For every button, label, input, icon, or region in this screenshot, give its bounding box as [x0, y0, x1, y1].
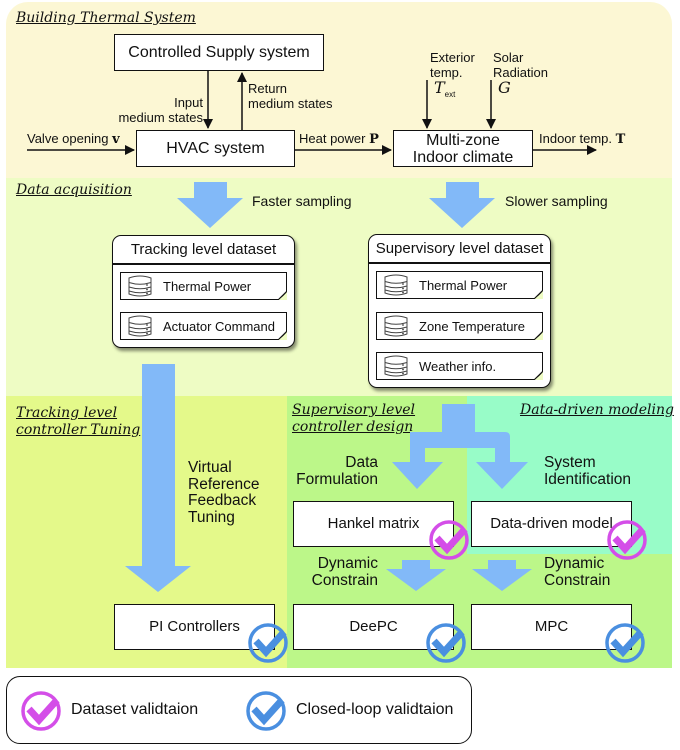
heat-symbol: P — [369, 132, 379, 147]
dataset-item: Thermal Power — [376, 271, 543, 299]
heat-power-text: Heat power — [299, 131, 366, 146]
data-formulation-label: Data Formulation — [288, 454, 378, 488]
closed-loop-validation-legend-icon — [246, 691, 286, 731]
exterior-line-2: temp. — [430, 65, 463, 80]
return-states-line-1: Return — [248, 81, 288, 96]
supervisory-level-dataset: Supervisory level dataset Thermal Power … — [368, 234, 551, 388]
indoor-temp-text: Indoor temp. — [539, 131, 612, 146]
dataset-item-label: Zone Temperature — [419, 318, 525, 334]
data-formulation-line-2: Formulation — [296, 470, 378, 488]
closed-loop-validation-check-icon — [248, 623, 288, 663]
tracking-level-dataset: Tracking level dataset Thermal Power Act… — [112, 235, 295, 348]
dataset-validation-legend-icon — [21, 691, 61, 731]
vrft-line-1: Virtual — [188, 459, 232, 476]
faster-sampling-label: Faster sampling — [252, 193, 352, 209]
supervisory-dataset-title: Supervisory level dataset — [369, 235, 550, 264]
dataset-item: Zone Temperature — [376, 312, 543, 340]
valve-opening-label: Valve opening v — [27, 131, 120, 147]
solar-line-1: Solar — [493, 50, 524, 65]
dynamic-right-line-1: Dynamic — [544, 555, 605, 572]
dataset-validation-check-icon — [429, 520, 469, 560]
database-icon — [128, 275, 152, 297]
dynamic-constrain-right-label: Dynamic Constrain — [544, 555, 611, 589]
exterior-subscript: ext — [444, 90, 456, 100]
system-identification-line-2: Identification — [544, 470, 632, 488]
hankel-matrix-box: Hankel matrix — [293, 501, 454, 547]
section-title-supervisory-2: controller design — [292, 419, 414, 435]
dataset-item-label: Thermal Power — [419, 277, 508, 293]
dataset-item-label: Actuator Command — [163, 318, 275, 334]
dynamic-constrain-left-label: Dynamic Constrain — [298, 555, 378, 589]
valve-symbol: v — [112, 132, 120, 147]
dataset-item-label: Weather info. — [419, 358, 497, 374]
solar-symbol: G — [498, 78, 511, 97]
section-title-modeling: Data-driven modeling — [520, 402, 674, 418]
section-title-supervisory-1: Supervisory level — [292, 402, 416, 418]
valve-opening-text: Valve opening — [27, 131, 109, 146]
database-icon — [384, 355, 408, 377]
vrft-line-4: Tuning — [188, 508, 235, 526]
vrft-label: Virtual Reference Feedback Tuning — [188, 459, 260, 526]
vrft-line-2: Reference — [188, 475, 260, 493]
dataset-item: Weather info. — [376, 352, 543, 380]
legend: Dataset validtaion Closed-loop validtaio… — [6, 676, 472, 744]
dynamic-left-line-2: Constrain — [311, 571, 378, 589]
slower-sampling-label: Slower sampling — [505, 193, 608, 209]
database-icon — [128, 315, 152, 337]
legend-dataset-label: Dataset validtaion — [71, 701, 199, 718]
database-icon — [384, 315, 408, 337]
dataset-item-label: Thermal Power — [163, 278, 252, 294]
exterior-line-1: Exterior — [430, 50, 475, 65]
page-fold-icon — [278, 331, 287, 340]
database-icon — [384, 274, 408, 296]
data-acquisition-panel — [6, 178, 672, 396]
building-thermal-system-panel — [6, 2, 672, 178]
input-states-label: Input medium states — [115, 95, 203, 125]
hvac-system-box: HVAC system — [136, 130, 295, 167]
climate-box-line-1: Multi-zone — [426, 131, 500, 149]
page-fold-icon — [278, 291, 287, 300]
input-states-line-2: medium states — [118, 110, 203, 125]
closed-loop-validation-check-icon — [426, 623, 466, 663]
system-identification-line-1: System — [544, 454, 596, 471]
dataset-validation-check-icon — [607, 520, 647, 560]
vrft-line-3: Feedback — [188, 492, 257, 509]
indoor-symbol: T — [615, 132, 626, 147]
solar-line-2: Radiation — [493, 65, 548, 80]
system-identification-label: System Identification — [544, 454, 632, 488]
tracking-dataset-title: Tracking level dataset — [113, 236, 294, 265]
dataset-item: Actuator Command — [120, 312, 287, 340]
data-formulation-line-1: Data — [345, 454, 378, 471]
exterior-temp-label: Exterior temp. Text — [430, 50, 475, 102]
dataset-item: Thermal Power — [120, 272, 287, 300]
page-fold-icon — [534, 371, 543, 380]
solar-radiation-label: Solar Radiation G — [493, 50, 548, 97]
legend-closed-loop-label: Closed-loop validtaion — [296, 701, 454, 718]
return-states-label: Return medium states — [248, 81, 333, 111]
mpc-box: MPC — [471, 604, 632, 650]
section-title-tracking-2: controller Tuning — [16, 422, 141, 438]
page-fold-icon — [534, 331, 543, 340]
input-states-line-1: Input — [174, 95, 203, 110]
multi-zone-climate-box: Multi-zone Indoor climate — [393, 130, 533, 167]
climate-box-line-2: Indoor climate — [412, 148, 514, 166]
closed-loop-validation-check-icon — [605, 623, 645, 663]
page-fold-icon — [534, 290, 543, 299]
dynamic-right-line-2: Constrain — [544, 571, 611, 589]
exterior-symbol: T — [434, 78, 445, 97]
controlled-supply-system-box: Controlled Supply system — [114, 34, 324, 71]
dynamic-left-line-1: Dynamic — [317, 555, 378, 572]
indoor-temp-label: Indoor temp. T — [539, 131, 625, 147]
data-driven-model-box: Data-driven model — [471, 501, 632, 547]
return-states-line-2: medium states — [248, 96, 333, 111]
section-title-acquisition: Data acquisition — [16, 182, 132, 198]
section-title-building: Building Thermal System — [16, 10, 196, 26]
heat-power-label: Heat power P — [299, 131, 379, 147]
section-title-tracking-1: Tracking level — [16, 405, 118, 421]
